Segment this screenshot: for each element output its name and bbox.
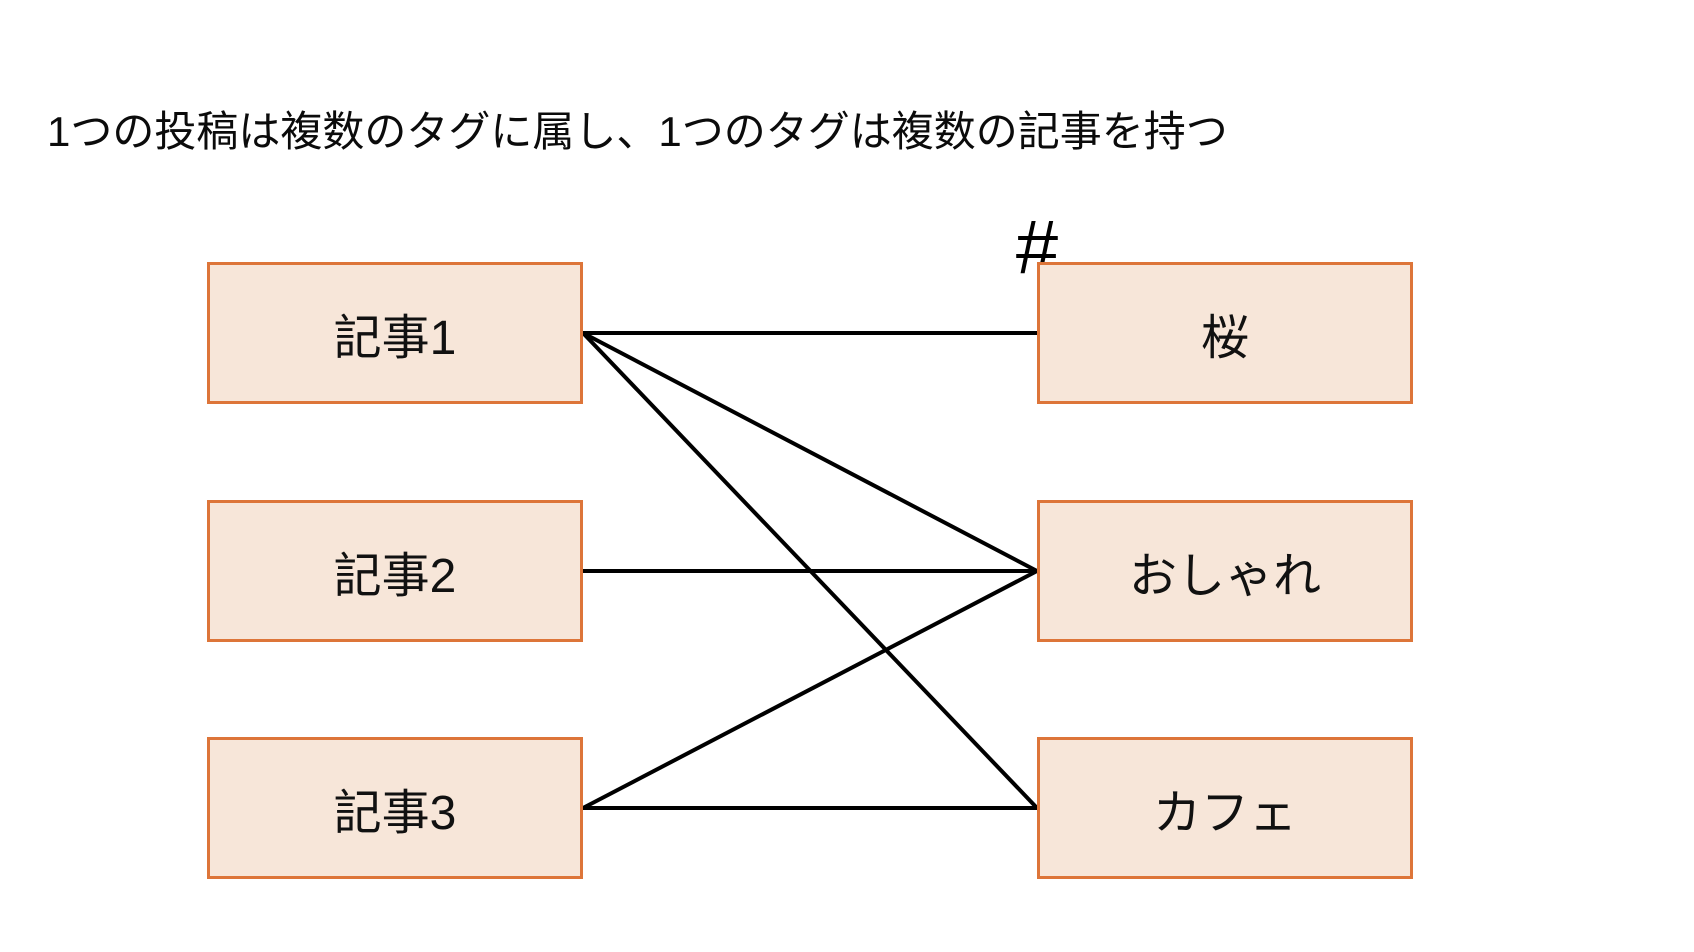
article-1-label: 記事1 [333, 312, 457, 365]
edge-article1-oshare [582, 331, 1038, 573]
edge-article3-oshare [582, 569, 1038, 810]
article-2-label: 記事2 [333, 550, 457, 603]
article-1-box: 記事1 [207, 262, 583, 404]
tag-cafe-box: カフェ [1037, 737, 1413, 879]
tag-sakura-label: 桜 [1200, 312, 1249, 365]
diagram-title: 1つの投稿は複数のタグに属し、1つのタグは複数の記事を持つ [47, 108, 1228, 155]
article-2-box: 記事2 [207, 500, 583, 642]
tag-oshare-label: おしゃれ [1128, 550, 1321, 603]
tag-sakura-box: 桜 [1037, 262, 1413, 404]
article-3-label: 記事3 [333, 787, 457, 840]
article-3-box: 記事3 [207, 737, 583, 879]
tag-cafe-label: カフェ [1152, 787, 1297, 840]
tag-oshare-box: おしゃれ [1037, 500, 1413, 642]
